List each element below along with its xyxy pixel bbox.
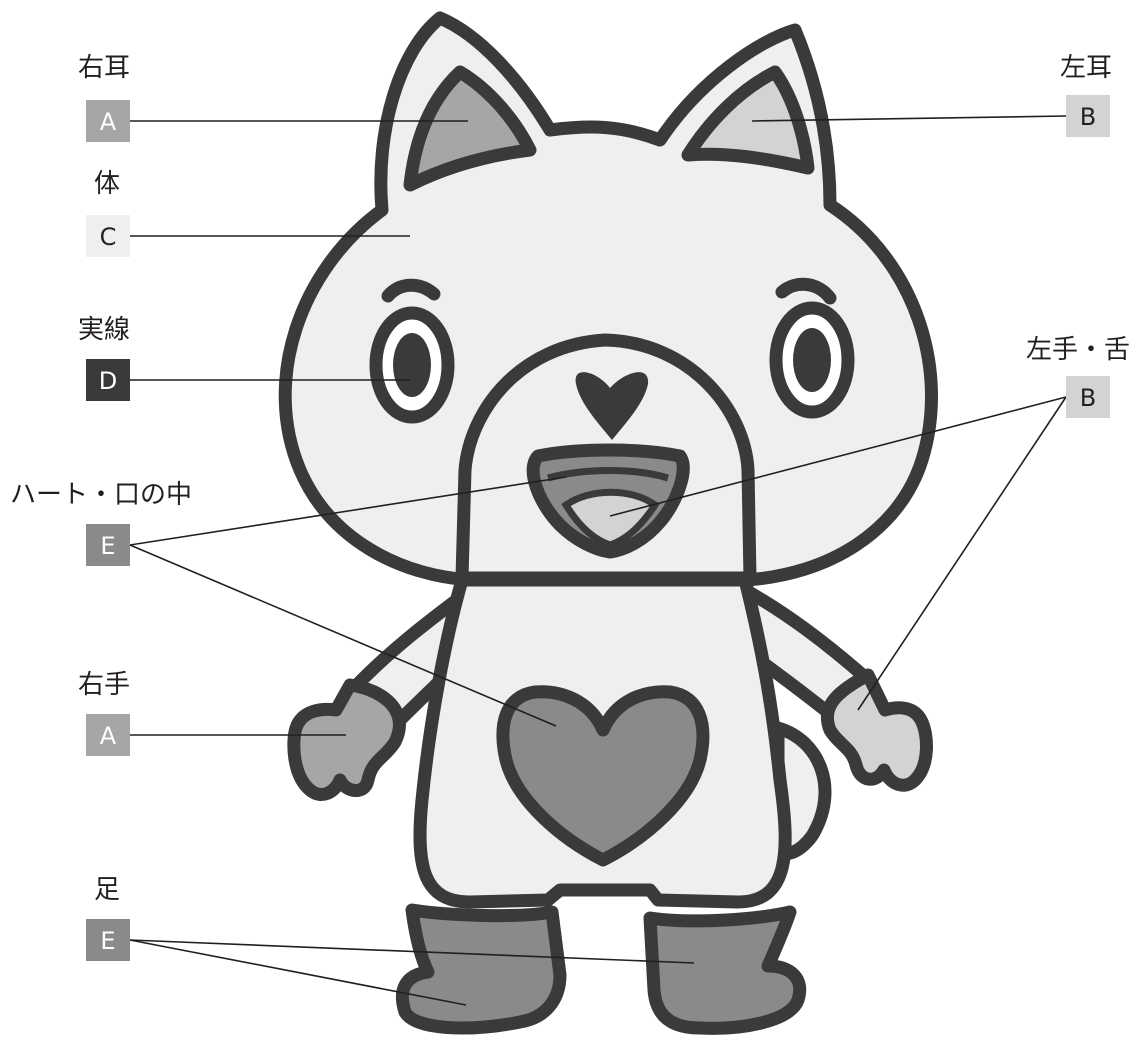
color-code: D [99, 367, 117, 395]
color-code-box [86, 714, 130, 756]
cat-right-inner-ear [403, 65, 537, 192]
label-title: ハート・口の中 [10, 480, 192, 510]
label-title: 右手 [78, 670, 130, 700]
label-right-ear: 右耳 A [78, 53, 130, 142]
label-heart-mouth: ハート・口の中 E [10, 480, 192, 566]
color-code-box [1066, 95, 1110, 137]
label-body: 体 C [86, 169, 130, 257]
label-title: 左手・舌 [1026, 335, 1130, 365]
cat-right-eye [369, 306, 455, 424]
cat-left-boot [643, 905, 807, 1035]
label-outline: 実線 D [78, 315, 130, 401]
cat-left-brow [775, 277, 837, 305]
cat-character [278, 11, 938, 1035]
leader-lines [129, 115, 1067, 1006]
cat-tongue [561, 488, 660, 549]
cat-left-eye [769, 301, 855, 419]
label-title: 実線 [78, 315, 130, 345]
color-code: A [100, 722, 117, 750]
color-code-box [86, 359, 130, 401]
label-left-hand-tongue: 左手・舌 B [1026, 335, 1130, 418]
color-code-box [86, 100, 130, 142]
color-code: A [100, 108, 117, 136]
label-left-ear: 左耳 B [1060, 53, 1112, 137]
leader-left-hand [857, 396, 1067, 711]
cat-chest-heart [496, 685, 710, 867]
color-code-box [86, 215, 130, 257]
leader-heart [129, 544, 557, 727]
cat-nose [575, 372, 649, 440]
label-title: 右耳 [78, 53, 130, 83]
color-code-box [1066, 376, 1110, 418]
label-right-hand: 右手 A [78, 670, 130, 756]
color-code-box [86, 524, 130, 566]
color-code: C [100, 223, 117, 251]
leader-mouth [129, 476, 567, 546]
label-title: 足 [94, 875, 120, 905]
cat-right-brow [381, 278, 441, 303]
label-feet: 足 E [86, 875, 130, 961]
color-code: E [100, 927, 115, 955]
leader-left-foot [129, 939, 695, 964]
color-code: E [100, 532, 115, 560]
cat-right-hand [287, 678, 406, 801]
cat-left-hand [820, 668, 933, 792]
cat-mouth-inner-line [547, 467, 670, 482]
leader-tongue [609, 396, 1067, 517]
leader-left-ear [751, 115, 1067, 122]
label-title: 左耳 [1060, 53, 1112, 83]
label-title: 体 [94, 169, 120, 199]
color-code-box [86, 919, 130, 961]
color-code: B [1080, 103, 1096, 131]
leader-right-foot [129, 939, 467, 1006]
color-code: B [1080, 384, 1096, 412]
cat-right-boot [395, 903, 567, 1035]
